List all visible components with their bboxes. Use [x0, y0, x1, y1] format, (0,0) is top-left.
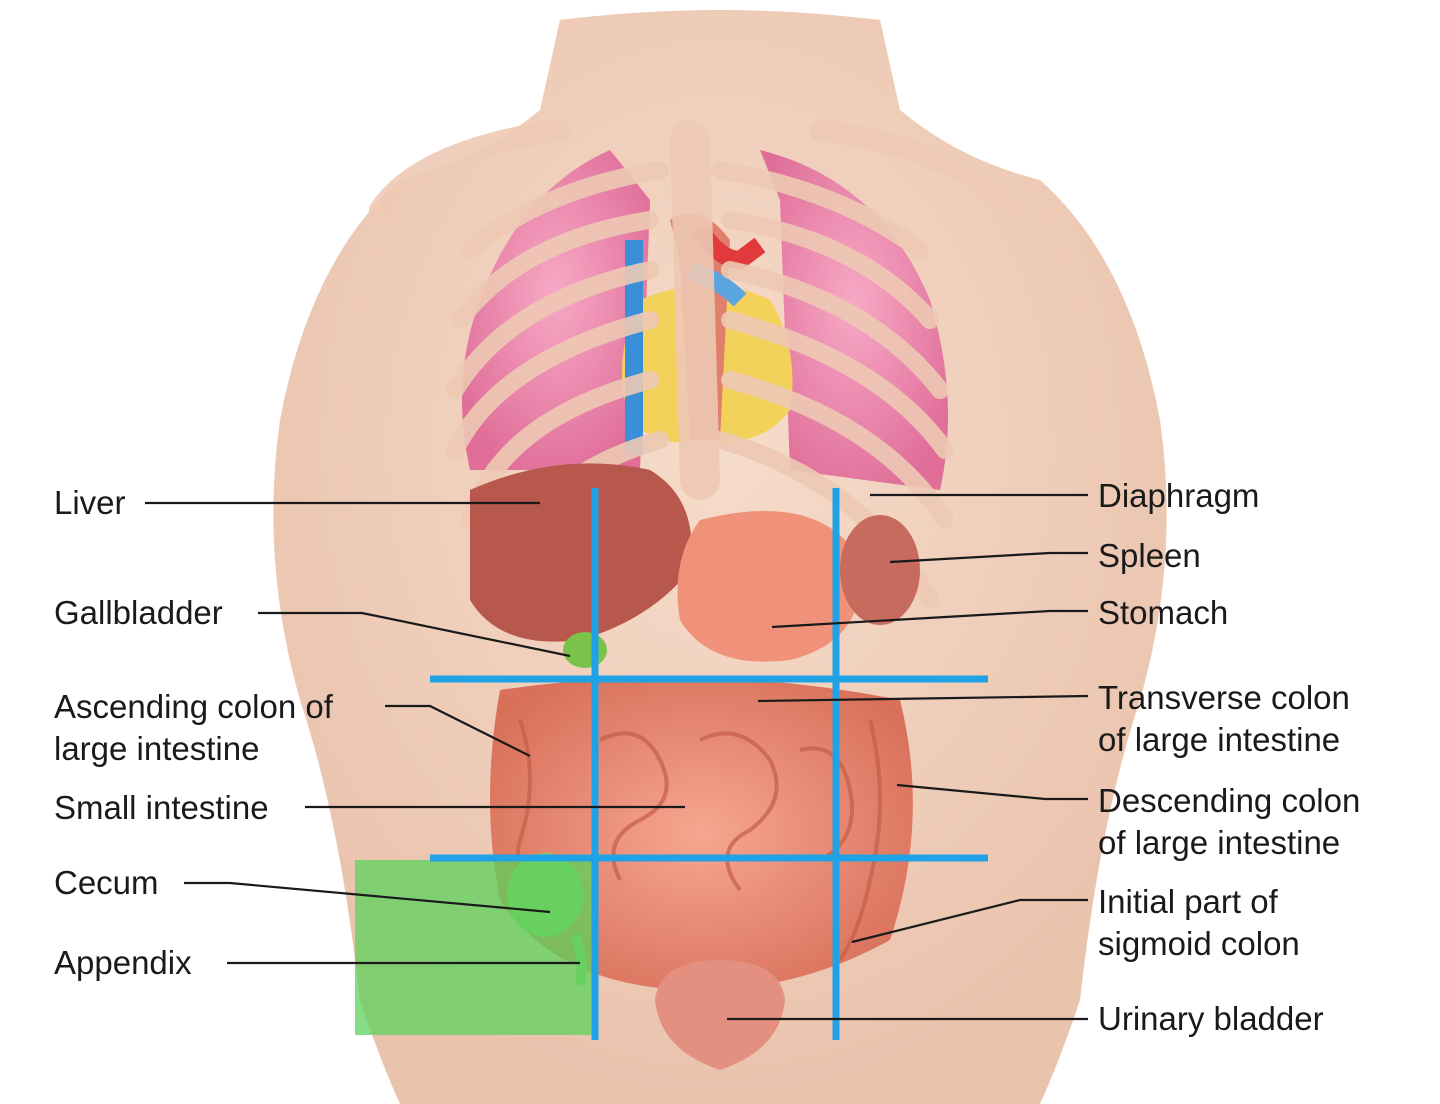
label-ascending-colon: Ascending colon of large intestine [54, 686, 333, 770]
label-urinary-bladder-text: Urinary bladder [1098, 1000, 1324, 1037]
label-ascending-colon-line1: Ascending colon of [54, 688, 333, 725]
highlighted-region [355, 860, 593, 1035]
label-urinary-bladder: Urinary bladder [1098, 998, 1324, 1040]
label-diaphragm-text: Diaphragm [1098, 477, 1260, 514]
label-liver: Liver [54, 482, 126, 524]
label-spleen: Spleen [1098, 535, 1201, 577]
leader-stomach [771, 609, 1088, 629]
label-gallbladder: Gallbladder [54, 592, 223, 634]
label-cecum-text: Cecum [54, 864, 159, 901]
label-transverse-colon: Transverse colon of large intestine [1098, 677, 1350, 761]
label-sigmoid-colon-line1: Initial part of [1098, 883, 1278, 920]
label-transverse-colon-line1: Transverse colon [1098, 679, 1350, 716]
leader-spleen [889, 551, 1088, 564]
label-gallbladder-text: Gallbladder [54, 594, 223, 631]
label-diaphragm: Diaphragm [1098, 475, 1259, 517]
label-descending-colon-line1: Descending colon [1098, 782, 1361, 819]
label-small-intestine: Small intestine [54, 787, 269, 829]
leader-ascending-colon [385, 704, 531, 757]
label-stomach: Stomach [1098, 592, 1228, 634]
label-descending-colon-line2: of large intestine [1098, 824, 1341, 861]
leader-descending-colon [896, 783, 1088, 801]
label-ascending-colon-line2: large intestine [54, 730, 260, 767]
region-grid [430, 488, 988, 1040]
leader-cecum [184, 881, 551, 914]
label-small-intestine-text: Small intestine [54, 789, 269, 826]
spleen [840, 515, 920, 625]
leader-lines [145, 493, 1089, 1021]
label-stomach-text: Stomach [1098, 594, 1229, 631]
label-appendix: Appendix [54, 942, 192, 984]
gallbladder [563, 632, 607, 668]
label-cecum: Cecum [54, 862, 159, 904]
leader-sigmoid-colon [851, 898, 1088, 944]
label-sigmoid-colon: Initial part of sigmoid colon [1098, 881, 1300, 965]
label-sigmoid-colon-line2: sigmoid colon [1098, 925, 1300, 962]
urinary-bladder [655, 960, 785, 1070]
leader-gallbladder [258, 611, 571, 658]
label-appendix-text: Appendix [54, 944, 192, 981]
label-descending-colon: Descending colon of large intestine [1098, 780, 1360, 864]
label-spleen-text: Spleen [1098, 537, 1201, 574]
liver [470, 463, 692, 642]
label-transverse-colon-line2: of large intestine [1098, 721, 1341, 758]
label-liver-text: Liver [54, 484, 126, 521]
leader-transverse-colon [757, 694, 1089, 703]
